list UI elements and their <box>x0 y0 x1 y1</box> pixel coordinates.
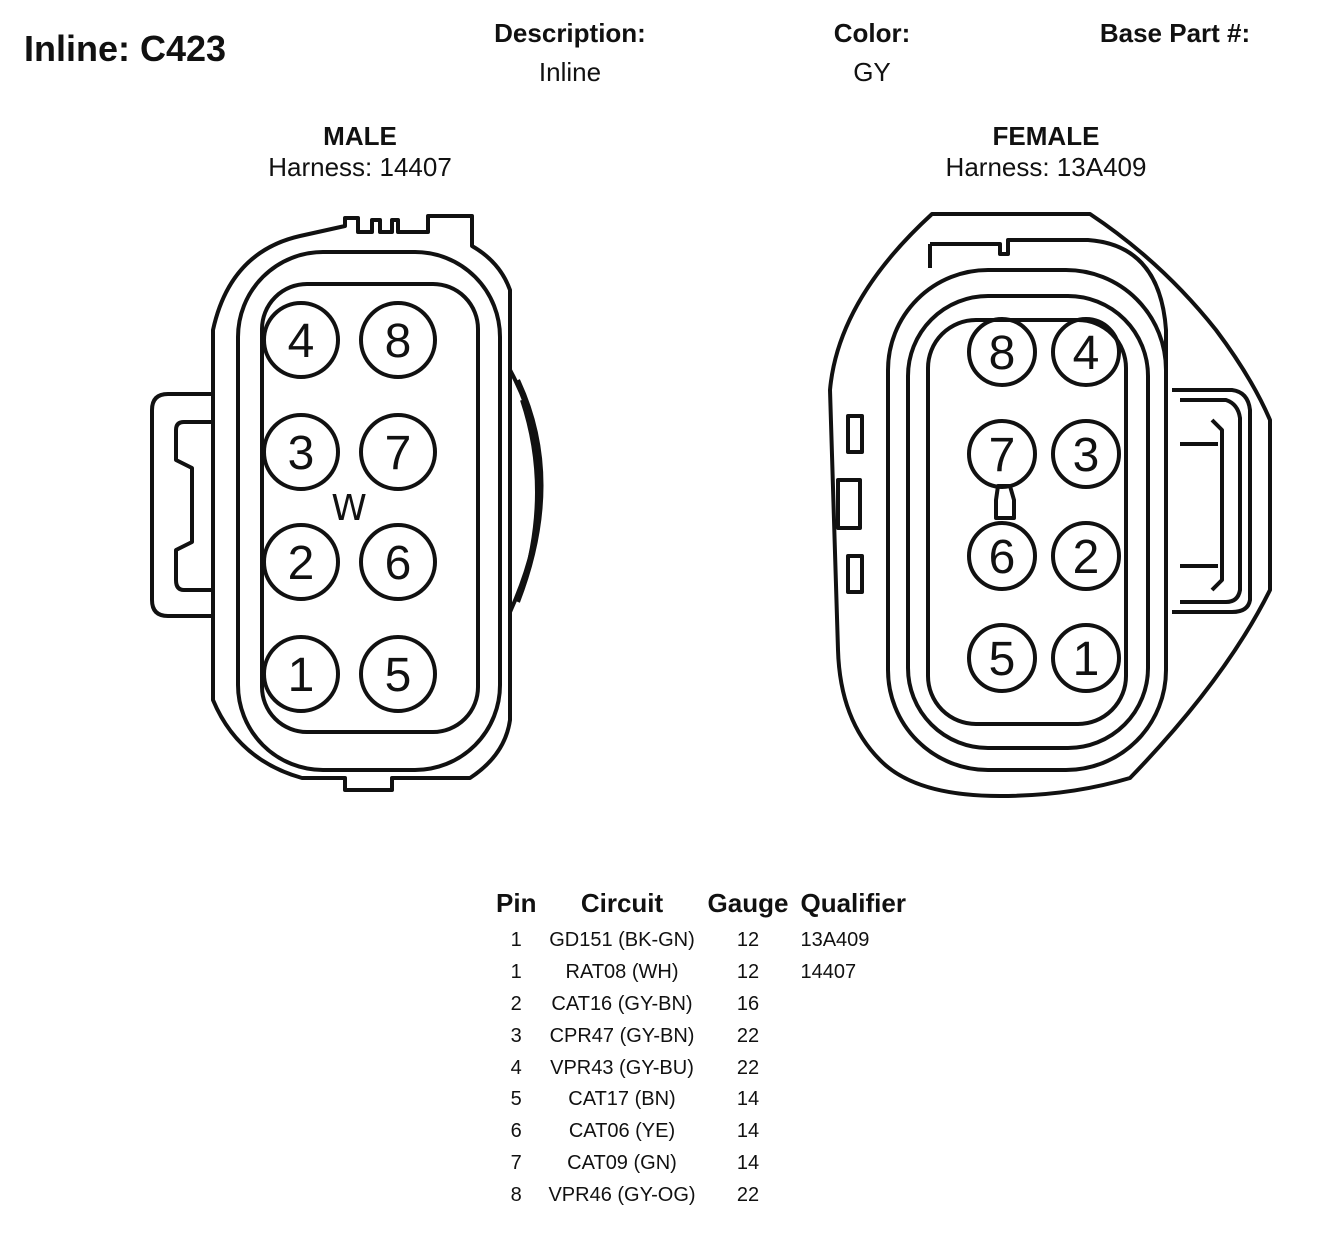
table-row: 8 VPR46 (GY-OG) 22 <box>490 1179 912 1211</box>
male-pin-label: 3 <box>288 427 315 480</box>
female-pin-label: 5 <box>989 633 1016 686</box>
male-pin-1-socket <box>262 301 340 379</box>
male-title: MALE <box>323 121 397 151</box>
pin-cell: 5 <box>510 1088 522 1111</box>
female-connector: 8 4 7 3 6 2 5 1 <box>828 212 1272 798</box>
table-row: 1 RAT08 (WH) 12 14407 <box>490 957 912 989</box>
gauge-cell: 12 <box>736 929 760 952</box>
circuit-cell: GD151 (BK-GN) <box>549 929 695 952</box>
male-pin-6-socket <box>359 523 437 601</box>
pin-cell: 6 <box>510 1120 522 1143</box>
header-gauge: Gauge <box>707 888 789 918</box>
table-header-row: Pin Circuit Gauge Qualifier <box>490 888 912 925</box>
female-pin-label: 6 <box>989 531 1016 584</box>
gauge-cell: 22 <box>736 1024 760 1047</box>
qualifier-cell: 14407 <box>800 961 857 984</box>
male-pin-label: 5 <box>385 649 412 702</box>
pin-cell: 7 <box>510 1151 522 1174</box>
table-row: 1 GD151 (BK-GN) 12 13A409 <box>490 925 912 957</box>
pin-cell: 1 <box>510 961 522 984</box>
male-key-mark: W <box>331 488 367 529</box>
male-pin-8-socket <box>359 635 437 713</box>
female-pin-label: 1 <box>1073 633 1100 686</box>
base-part-label: Base Part #: <box>1099 18 1251 48</box>
male-pin-label: 2 <box>288 537 315 590</box>
female-pin-label: 4 <box>1073 327 1100 380</box>
pin-cell: 8 <box>510 1183 522 1206</box>
female-pin-8-socket <box>1051 623 1121 693</box>
female-pin-label: 3 <box>1073 429 1100 482</box>
circuit-cell: CAT09 (GN) <box>567 1151 677 1174</box>
female-pin-4-socket <box>1051 419 1121 489</box>
gauge-cell: 14 <box>736 1151 760 1174</box>
qualifier-cell <box>794 1148 911 1180</box>
circuit-cell: CAT16 (GY-BN) <box>551 992 693 1015</box>
pin-cell: 4 <box>510 1056 522 1079</box>
table-row: 3 CPR47 (GY-BN) 22 <box>490 1020 912 1052</box>
description-label: Description: <box>494 18 646 48</box>
header-qualifier: Qualifier <box>800 888 906 918</box>
gauge-cell: 14 <box>736 1088 760 1111</box>
pin-cell: 3 <box>510 1024 522 1047</box>
circuit-cell: CAT17 (BN) <box>568 1088 676 1111</box>
color-label: Color: <box>833 18 911 48</box>
table-row: 6 CAT06 (YE) 14 <box>490 1116 912 1148</box>
gauge-cell: 12 <box>736 961 760 984</box>
male-pin-4-socket <box>359 413 437 491</box>
pin-cell: 1 <box>510 929 522 952</box>
female-pin-3-socket <box>967 419 1037 489</box>
page-title: Inline: C423 <box>24 28 227 69</box>
header-circuit: Circuit <box>580 888 664 918</box>
female-pin-1-socket <box>967 317 1037 387</box>
male-pin-label: 6 <box>385 537 412 590</box>
male-pin-5-socket <box>262 523 340 601</box>
pin-cell: 2 <box>510 992 522 1015</box>
qualifier-cell <box>794 1020 911 1052</box>
qualifier-cell <box>794 1052 911 1084</box>
circuit-cell: CPR47 (GY-BN) <box>549 1024 695 1047</box>
male-harness: Harness: 14407 <box>268 152 452 182</box>
female-pin-6-socket <box>1051 521 1121 591</box>
gauge-cell: 14 <box>736 1120 760 1143</box>
description-value: Inline <box>538 57 602 87</box>
table-row: 7 CAT09 (GN) 14 <box>490 1148 912 1180</box>
female-harness: Harness: 13A409 <box>945 152 1147 182</box>
male-pin-label: 1 <box>288 649 315 702</box>
connector-diagrams: 4 8 3 7 2 6 1 5 W <box>150 212 1272 798</box>
female-pin-5-socket <box>967 521 1037 591</box>
qualifier-cell: 13A409 <box>800 929 870 952</box>
pin-table: Pin Circuit Gauge Qualifier 1 GD151 (BK-G… <box>490 888 912 1211</box>
table-row: 2 CAT16 (GY-BN) 16 <box>490 989 912 1021</box>
female-pin-7-socket <box>967 623 1037 693</box>
male-pin-label: 7 <box>385 427 412 480</box>
circuit-cell: VPR46 (GY-OG) <box>548 1183 696 1206</box>
qualifier-cell <box>794 1084 911 1116</box>
qualifier-cell <box>794 1179 911 1211</box>
male-connector: 4 8 3 7 2 6 1 5 W <box>150 214 544 792</box>
gauge-cell: 22 <box>736 1183 760 1206</box>
circuit-cell: RAT08 (WH) <box>565 961 679 984</box>
header-pin: Pin <box>496 888 537 918</box>
color-value: GY <box>853 57 891 87</box>
gauge-cell: 22 <box>736 1056 760 1079</box>
qualifier-cell <box>794 989 911 1021</box>
male-pin-2-socket <box>359 301 437 379</box>
female-pin-label: 7 <box>989 429 1016 482</box>
male-pin-label: 4 <box>288 315 315 368</box>
table-row: 4 VPR43 (GY-BU) 22 <box>490 1052 912 1084</box>
circuit-cell: CAT06 (YE) <box>568 1120 676 1143</box>
female-title: FEMALE <box>992 121 1100 151</box>
circuit-cell: VPR43 (GY-BU) <box>550 1056 694 1079</box>
male-pin-label: 8 <box>385 315 412 368</box>
qualifier-cell <box>794 1116 911 1148</box>
male-pin-7-socket <box>262 635 340 713</box>
gauge-cell: 16 <box>736 992 760 1015</box>
female-pin-label: 2 <box>1073 531 1100 584</box>
female-pin-2-socket <box>1051 317 1121 387</box>
table-row: 5 CAT17 (BN) 14 <box>490 1084 912 1116</box>
female-pin-label: 8 <box>989 327 1016 380</box>
male-pin-3-socket <box>262 413 340 491</box>
